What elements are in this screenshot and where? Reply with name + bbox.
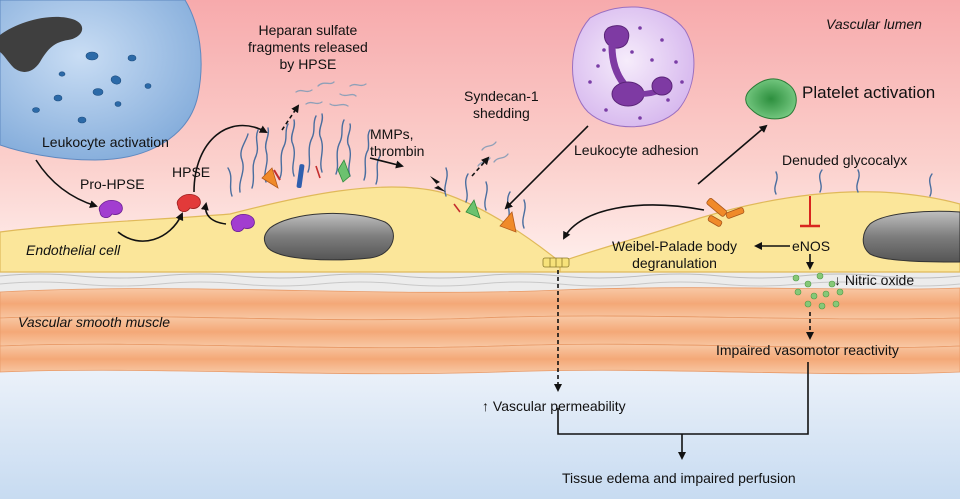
tissue-edema-label: Tissue edema and impaired perfusion bbox=[562, 470, 796, 486]
nitric-oxide-label: ↓ Nitric oxide bbox=[834, 272, 915, 288]
tissue-region bbox=[0, 360, 960, 499]
endothelial-cell-label: Endothelial cell bbox=[26, 242, 121, 258]
pro-hpse-label: Pro-HPSE bbox=[80, 176, 145, 192]
impaired-vasomotor-label: Impaired vasomotor reactivity bbox=[716, 342, 899, 358]
hpse-molecule bbox=[176, 194, 201, 212]
neutrophil bbox=[572, 6, 695, 128]
weibel-palade-label: Weibel-Palade body degranulation bbox=[612, 238, 738, 271]
inhibition-symbol bbox=[800, 196, 820, 228]
syndecan-core-proteins-shed bbox=[453, 199, 517, 233]
vascular-lumen-label: Vascular lumen bbox=[826, 16, 922, 32]
cell-junction bbox=[542, 257, 570, 268]
weibel-palade-bodies bbox=[706, 198, 745, 227]
platelet-activation-label: Platelet activation bbox=[802, 83, 936, 102]
syndecan-core-proteins-intact bbox=[261, 159, 351, 189]
intact-glycocalyx bbox=[227, 113, 381, 197]
denuded-glycocalyx-label: Denuded glycocalyx bbox=[782, 152, 908, 168]
heparan-sulfate-fragments bbox=[295, 81, 367, 107]
platelet bbox=[745, 78, 797, 120]
hpse-label: HPSE bbox=[172, 164, 211, 180]
mmps-thrombin-label: MMPs, thrombin bbox=[370, 126, 425, 159]
activated-leukocyte bbox=[0, 0, 202, 161]
leukocyte-adhesion-label: Leukocyte adhesion bbox=[574, 142, 699, 158]
endothelial-nucleus-left bbox=[263, 212, 394, 261]
denuded-glycocalyx-strands bbox=[774, 169, 933, 197]
vascular-smooth-muscle-label: Vascular smooth muscle bbox=[18, 314, 170, 330]
vascular-smooth-muscle-layer bbox=[0, 287, 960, 375]
protease-cleavage-icon bbox=[430, 176, 446, 192]
enos-label: eNOS bbox=[792, 238, 831, 254]
nitric-oxide-molecules bbox=[792, 272, 844, 310]
vascular-permeability-label: ↑ Vascular permeability bbox=[482, 398, 626, 414]
pathway-arrows bbox=[35, 104, 814, 460]
pro-hpse-molecule-2 bbox=[230, 214, 255, 232]
pro-hpse-molecule bbox=[98, 200, 123, 218]
syndecan-shedding-label: Syndecan-1 shedding bbox=[464, 88, 539, 121]
leukocyte-activation-label: Leukocyte activation bbox=[42, 134, 169, 150]
heparan-sulfate-label: Heparan sulfate fragments released by HP… bbox=[248, 22, 368, 72]
endothelial-nucleus-right bbox=[862, 210, 960, 263]
